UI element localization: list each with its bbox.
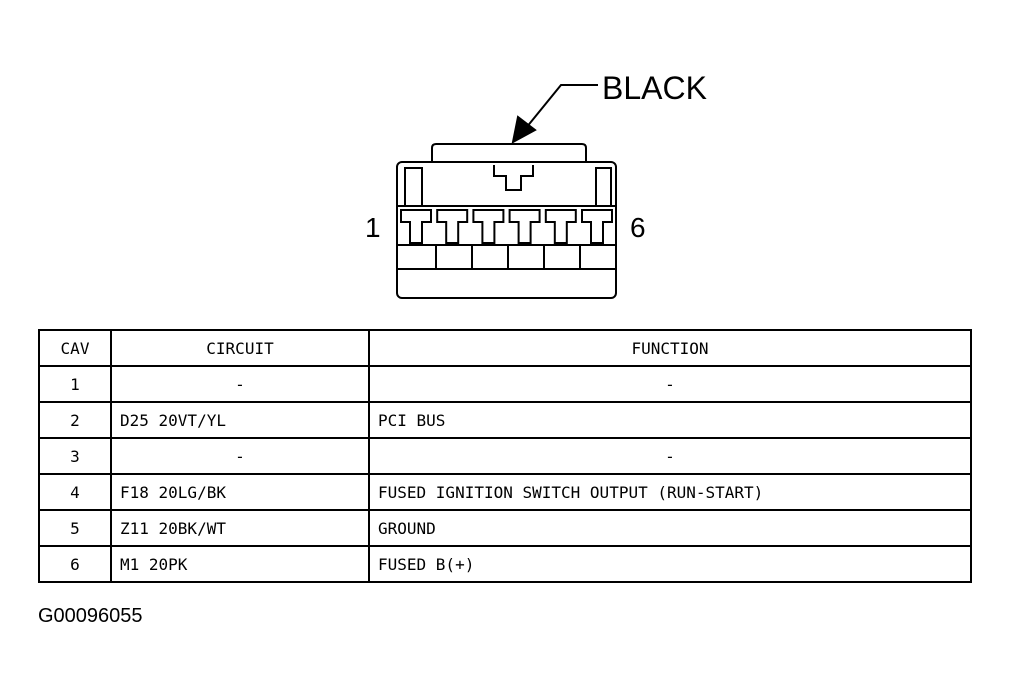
table-row: 2 D25 20VT/YL PCI BUS <box>38 401 972 439</box>
leader-line <box>525 84 598 129</box>
circuit-cell: - <box>110 437 370 475</box>
terminal-cavity <box>472 209 505 244</box>
figure-id: G00096055 <box>38 605 143 627</box>
header-function: FUNCTION <box>368 329 972 367</box>
function-cell: FUSED B(+) <box>368 545 972 583</box>
table-row: 6 M1 20PK FUSED B(+) <box>38 545 972 583</box>
circuit-cell: - <box>110 365 370 403</box>
cav-cell: 1 <box>38 365 112 403</box>
circuit-cell: D25 20VT/YL <box>110 401 370 439</box>
circuit-cell: Z11 20BK/WT <box>110 509 370 547</box>
function-cell: FUSED IGNITION SWITCH OUTPUT (RUN-START) <box>368 473 972 511</box>
connector-color-label: BLACK <box>602 70 707 106</box>
circuit-cell: M1 20PK <box>110 545 370 583</box>
table-row: 3 - - <box>38 437 972 475</box>
terminal-cavity <box>581 209 613 244</box>
terminal-cavity <box>508 209 541 244</box>
function-cell: - <box>368 365 972 403</box>
connector-diagram <box>396 84 617 299</box>
header-cav: CAV <box>38 329 112 367</box>
terminal-cavity <box>436 209 469 244</box>
table-row: 4 F18 20LG/BK FUSED IGNITION SWITCH OUTP… <box>38 473 972 511</box>
function-cell: PCI BUS <box>368 401 972 439</box>
circuit-cell: F18 20LG/BK <box>110 473 370 511</box>
pinout-table: CAV CIRCUIT FUNCTION 1 - - 2 D25 20VT/YL… <box>38 329 972 583</box>
connector-body <box>396 161 617 299</box>
first-cavity-label: 1 <box>365 212 381 243</box>
cav-cell: 5 <box>38 509 112 547</box>
cav-cell: 3 <box>38 437 112 475</box>
table-header-row: CAV CIRCUIT FUNCTION <box>38 329 972 367</box>
function-cell: - <box>368 437 972 475</box>
terminal-cavity <box>400 209 432 244</box>
leader-arrow <box>511 115 537 144</box>
function-cell: GROUND <box>368 509 972 547</box>
table-row: 5 Z11 20BK/WT GROUND <box>38 509 972 547</box>
connector-latch <box>431 143 587 163</box>
table-row: 1 - - <box>38 365 972 403</box>
cav-cell: 2 <box>38 401 112 439</box>
cav-cell: 6 <box>38 545 112 583</box>
header-circuit: CIRCUIT <box>110 329 370 367</box>
last-cavity-label: 6 <box>630 212 646 243</box>
terminal-cavity <box>544 209 577 244</box>
connector-key <box>493 165 534 191</box>
cav-cell: 4 <box>38 473 112 511</box>
